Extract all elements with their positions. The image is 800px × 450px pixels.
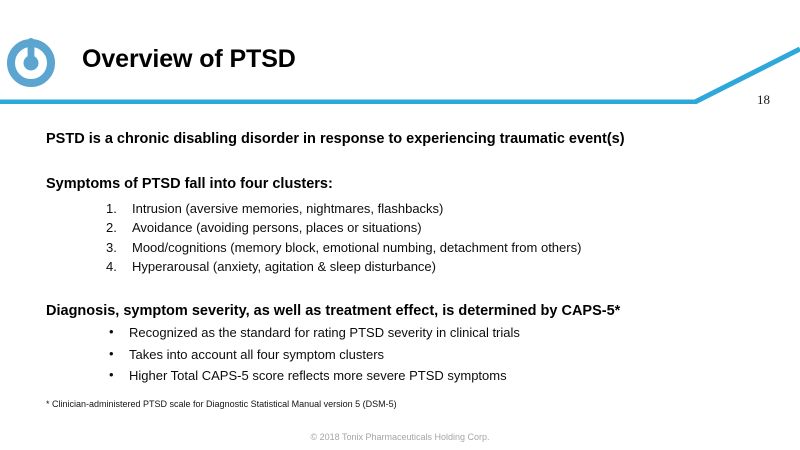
list-item: 1. Intrusion (aversive memories, nightma… — [106, 199, 581, 218]
list-item-number: 3. — [106, 239, 117, 255]
list-item: • Takes into account all four symptom cl… — [108, 344, 520, 366]
list-item: 2. Avoidance (avoiding persons, places o… — [106, 218, 581, 237]
list-item-label: Takes into account all four symptom clus… — [129, 346, 385, 362]
bullet-icon: • — [109, 367, 114, 382]
list-item: • Recognized as the standard for rating … — [108, 322, 520, 344]
page-title: Overview of PTSD — [82, 45, 296, 73]
list-item-number: 2. — [106, 220, 117, 236]
list-item-label: Hyperarousal (anxiety, agitation & sleep… — [132, 258, 436, 274]
copyright-notice: © 2018 Tonix Pharmaceuticals Holding Cor… — [310, 432, 490, 442]
list-item-number: 1. — [106, 201, 117, 216]
symptom-cluster-list: 1. Intrusion (aversive memories, nightma… — [106, 199, 581, 276]
list-item-number: 4. — [106, 258, 117, 274]
bullet-icon: • — [109, 345, 114, 361]
footnote-caps5-definition: * Clinician-administered PTSD scale for … — [46, 399, 397, 409]
caps5-point-list: • Recognized as the standard for rating … — [108, 322, 520, 387]
lead-statement-chronic-disorder: PSTD is a chronic disabling disorder in … — [46, 131, 625, 147]
list-item: • Higher Total CAPS-5 score reflects mor… — [108, 365, 520, 387]
list-item: 4. Hyperarousal (anxiety, agitation & sl… — [106, 257, 581, 276]
lead-statement-symptom-clusters: Symptoms of PTSD fall into four clusters… — [46, 176, 333, 192]
list-item-label: Recognized as the standard for rating PT… — [129, 325, 520, 340]
list-item-label: Mood/cognitions (memory block, emotional… — [132, 239, 582, 255]
list-item-label: Avoidance (avoiding persons, places or s… — [132, 220, 422, 236]
bullet-icon: • — [109, 324, 114, 339]
list-item: 3. Mood/cognitions (memory block, emotio… — [106, 238, 581, 257]
list-item-label: Higher Total CAPS-5 score reflects more … — [129, 368, 507, 383]
lead-statement-diagnosis-caps5: Diagnosis, symptom severity, as well as … — [46, 303, 621, 319]
list-item-label: Intrusion (aversive memories, nightmares… — [132, 201, 444, 216]
slide-number: 18 — [757, 92, 770, 107]
tonix-power-button-logo — [6, 30, 56, 88]
